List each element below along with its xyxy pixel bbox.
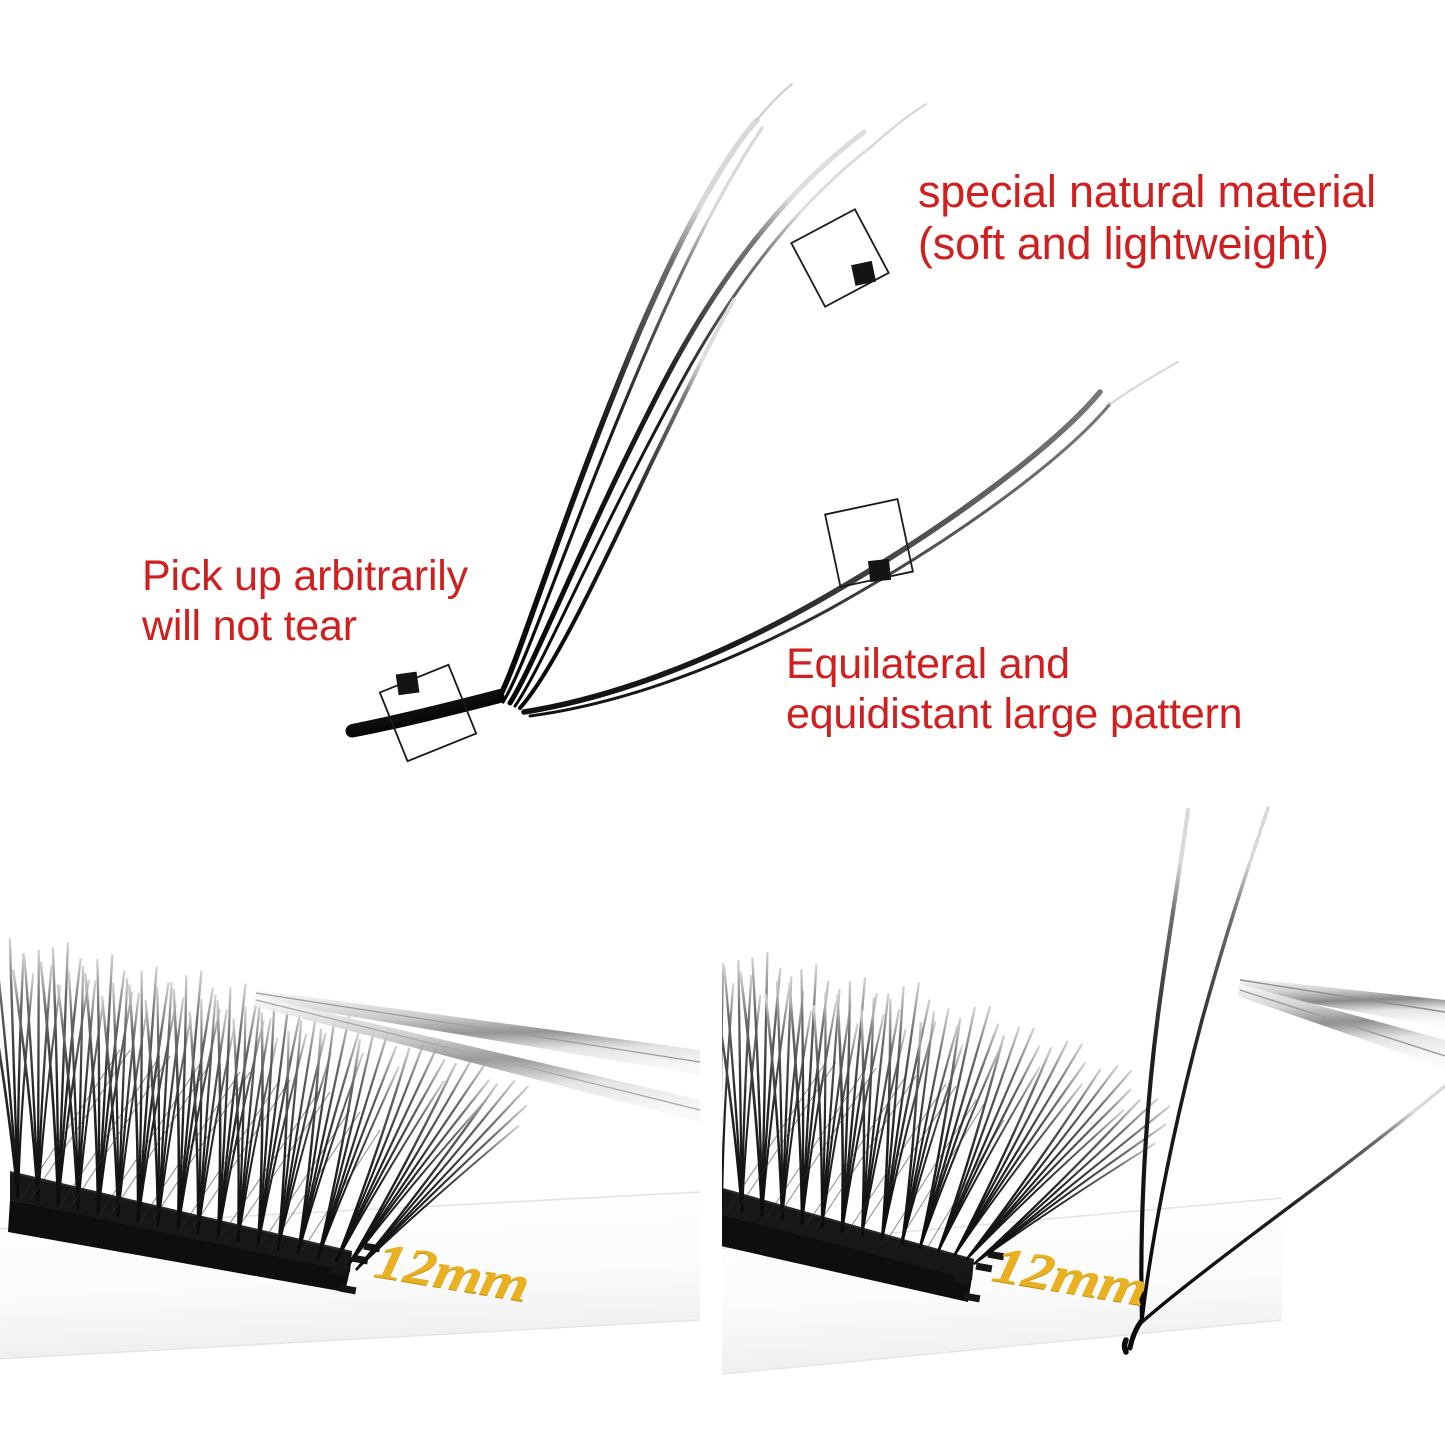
callout-pick-up-arbitrarily: Pick up arbitrarily will not tear: [142, 552, 468, 650]
lash-tray-photo-right: [722, 800, 1445, 1445]
lash-tray-photo-left: [0, 800, 700, 1445]
lash-fan-illustration: [345, 83, 1179, 763]
callout-marker-pickup: [378, 663, 478, 763]
callout-marker-pattern: [824, 498, 914, 588]
callout-special-natural-material: special natural material (soft and light…: [918, 166, 1376, 270]
tweezers-right: [1238, 978, 1445, 1068]
hero-lash-fan-section: special natural material (soft and light…: [142, 83, 1377, 763]
lash-mesh-texture-left: [19, 1049, 381, 1255]
callout-marker-material: [790, 208, 890, 308]
lash-tray-panel-left: [0, 800, 700, 1445]
lash-mesh-texture-right: [725, 1061, 1005, 1251]
tweezers-left: [254, 990, 700, 1122]
callout-equilateral-equidistant: Equilateral and equidistant large patter…: [786, 640, 1243, 738]
lifted-lash-fan: [1121, 806, 1445, 1355]
fiber-strands: [345, 83, 1179, 738]
tray-tick-marks-right: [953, 1250, 1005, 1303]
lash-tray-panel-right: [722, 800, 1445, 1445]
